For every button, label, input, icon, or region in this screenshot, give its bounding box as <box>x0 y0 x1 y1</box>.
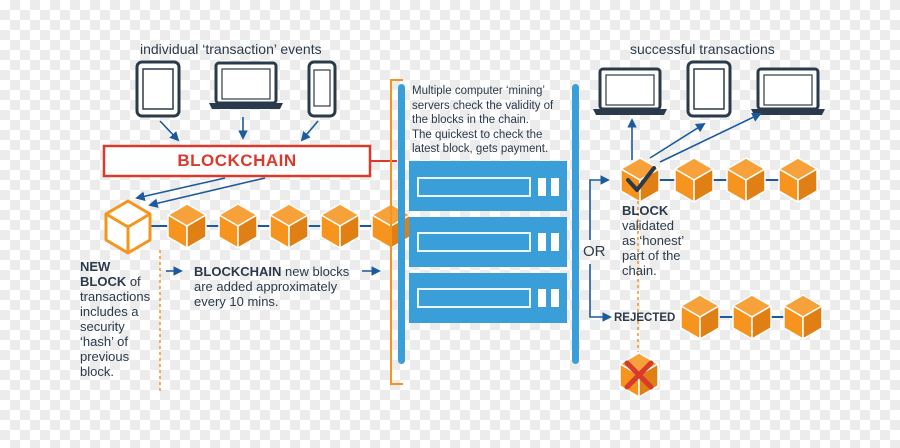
success-arrows <box>627 112 762 163</box>
tablet-icon-left <box>135 60 181 118</box>
mining-line: servers check the validity of <box>412 99 554 112</box>
validated-text: BLOCK validated as ‘honest’ part of the … <box>622 203 712 278</box>
server-icon <box>409 161 567 211</box>
rejected-chain <box>680 294 823 340</box>
mining-line: Multiple computer ‘mining’ <box>412 85 545 97</box>
new-block-line: ‘hash’ of <box>80 334 128 349</box>
phone-icon-left <box>307 60 337 118</box>
chain-block-icon <box>680 294 720 340</box>
new-block-line: block. <box>80 364 114 379</box>
chain-block-icon <box>218 203 258 249</box>
server-icon <box>409 217 567 267</box>
chain-block-icon <box>783 294 823 340</box>
rejected-label: REJECTED <box>614 312 676 324</box>
blockchain-note: BLOCKCHAIN new blocks are added approxim… <box>194 264 364 309</box>
success-label: successful transactions <box>630 41 775 57</box>
device-arrows <box>159 117 319 142</box>
server-icon <box>409 273 567 323</box>
left-pipe <box>398 84 405 364</box>
new-block-text: NEW BLOCK of transactions includes a sec… <box>80 259 170 379</box>
validated-line: validated <box>622 218 675 233</box>
rejected-block-icon <box>619 352 659 398</box>
laptop-icon-right <box>591 67 669 117</box>
mining-bracket <box>390 79 403 385</box>
new-block-heading: NEW <box>80 259 111 274</box>
chain-block-icon <box>674 157 714 203</box>
validated-line: part of the <box>622 248 681 263</box>
laptop-icon-left <box>207 61 285 111</box>
mining-line: the blocks in the chain. <box>412 114 529 126</box>
left-chain <box>104 199 411 255</box>
chain-block-icon <box>167 203 207 249</box>
chain-block-icon <box>320 203 360 249</box>
new-block-line: includes a <box>80 304 139 319</box>
new-block-line: BLOCK of <box>80 274 141 289</box>
blockchain-arrows <box>135 177 266 208</box>
mining-line: The quickest to check the <box>412 128 543 141</box>
checkmark-icon <box>626 166 656 192</box>
events-label: individual ‘transaction’ events <box>140 41 322 57</box>
blockchain-note-line: BLOCKCHAIN new blocks <box>194 264 350 279</box>
validated-line: chain. <box>622 263 657 278</box>
mining-description: Multiple computer ‘mining’ servers check… <box>412 84 572 157</box>
validated-line: as ‘honest’ <box>622 233 685 248</box>
chain-block-icon <box>732 294 772 340</box>
blockchain-note-line: every 10 mins. <box>194 294 279 309</box>
mining-servers <box>409 161 567 323</box>
or-label: OR <box>583 243 606 260</box>
fork-lines <box>589 175 612 322</box>
right-pipe <box>572 84 579 364</box>
validated-heading: BLOCK <box>622 203 669 218</box>
new-block-line: security <box>80 319 125 334</box>
red-x-icon <box>624 360 654 390</box>
mining-line: latest block, gets payment. <box>412 143 549 155</box>
blockchain-note-line: are added approximately <box>194 279 338 294</box>
chain-block-icon <box>726 157 766 203</box>
laptop-icon-right <box>749 67 827 117</box>
chain-block-icon <box>269 203 309 249</box>
new-block-icon <box>104 199 152 255</box>
blockchain-title: BLOCKCHAIN <box>177 151 297 170</box>
tablet-icon-right <box>686 60 732 118</box>
validated-chain <box>620 157 818 203</box>
new-block-line: transactions <box>80 289 151 304</box>
chain-block-icon <box>778 157 818 203</box>
new-block-line: previous <box>80 349 130 364</box>
